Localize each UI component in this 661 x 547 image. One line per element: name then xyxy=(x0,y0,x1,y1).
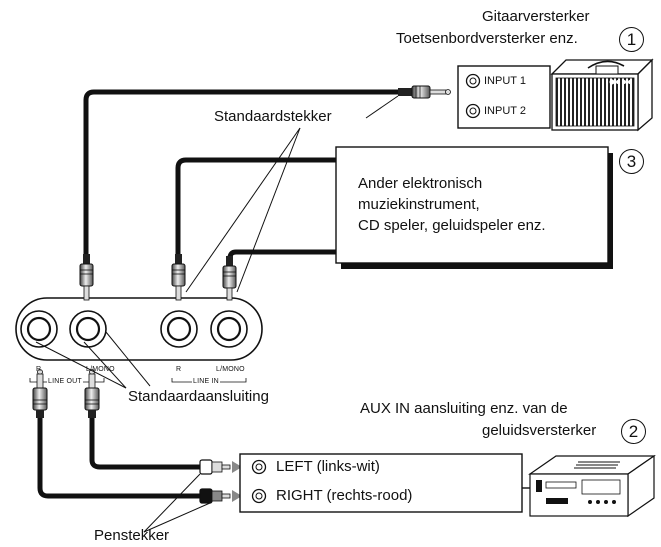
amplifier-icon xyxy=(550,58,654,132)
cable-left xyxy=(89,415,200,470)
cable-amp xyxy=(83,89,402,255)
plug-line-out-l xyxy=(79,254,94,301)
plug-out-l-below xyxy=(84,369,100,418)
audio-left-label: LEFT (links-wit) xyxy=(276,458,380,475)
input1-jack-icon xyxy=(465,73,481,89)
panel-r1-label: R xyxy=(36,366,42,373)
instrument-line1: Ander elektronisch xyxy=(358,175,483,192)
cable-instrument-l xyxy=(227,249,336,259)
cable-right xyxy=(37,415,200,499)
instrument-box xyxy=(335,146,609,264)
instrument-line2: muziekinstrument, xyxy=(358,196,480,213)
audio-title-line2: geluidsversterker xyxy=(482,422,597,439)
amp-plug xyxy=(398,85,451,99)
panel-line-in-label: LINE IN xyxy=(192,378,220,386)
panel-lmono2-label: L/MONO xyxy=(216,366,245,373)
line-in-l-jack-icon xyxy=(210,310,248,348)
instrument-line3: CD speler, geluidspeler enz. xyxy=(358,217,546,234)
plug-out-r-below xyxy=(32,369,48,418)
standard-plug-label: Standaardstekker xyxy=(214,108,332,125)
standard-jack-label: Standaardaansluiting xyxy=(128,388,269,405)
audio-number-badge: 2 xyxy=(621,419,646,444)
plug-line-in-l xyxy=(222,256,237,301)
audio-input-panel xyxy=(239,453,523,513)
instrument-number-badge: 3 xyxy=(619,149,644,174)
pin-plug-right xyxy=(199,488,242,504)
cable-instrument-r xyxy=(175,157,336,255)
pin-plug-label: Penstekker xyxy=(94,527,170,544)
plug-line-in-r xyxy=(171,254,186,301)
line-out-r-jack-icon xyxy=(20,310,58,348)
amp-input2-label: INPUT 2 xyxy=(484,105,526,117)
left-jack-icon xyxy=(251,459,267,475)
amp-number-badge: 1 xyxy=(619,27,644,52)
audio-right-label: RIGHT (rechts-rood) xyxy=(276,487,413,504)
pin-plug-left xyxy=(199,459,242,475)
amp-input1-label: INPUT 1 xyxy=(484,75,526,87)
right-jack-icon xyxy=(251,488,267,504)
panel-r2-label: R xyxy=(176,366,182,373)
line-out-l-jack-icon xyxy=(69,310,107,348)
audio-amplifier-icon xyxy=(528,454,656,518)
input2-jack-icon xyxy=(465,103,481,119)
audio-title-line1: AUX IN aansluiting enz. van de xyxy=(360,400,568,417)
panel-lmono1-label: L/MONO xyxy=(86,366,115,373)
line-in-r-jack-icon xyxy=(160,310,198,348)
amp-title-line2: Toetsenbordversterker enz. xyxy=(396,30,578,47)
amp-title-line1: Gitaarversterker xyxy=(482,8,590,25)
panel-line-out-label: LINE OUT xyxy=(47,378,83,386)
